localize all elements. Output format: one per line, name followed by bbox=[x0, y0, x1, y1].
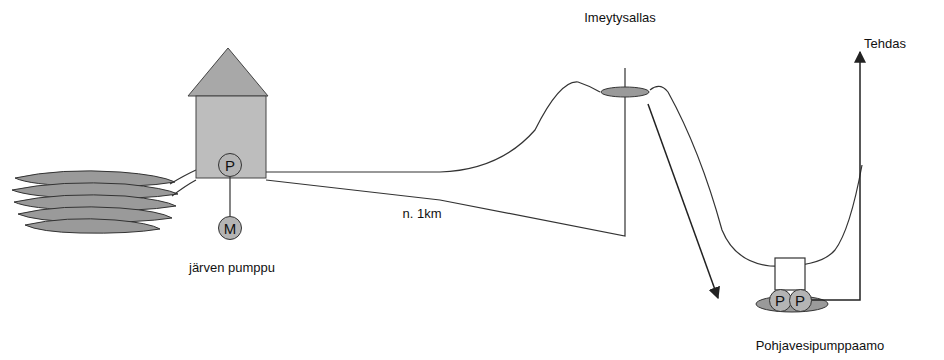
symbol-letter: P bbox=[225, 158, 235, 173]
distance-label: n. 1km bbox=[402, 206, 441, 222]
station-label: Pohjavesipumppaamo bbox=[756, 338, 885, 354]
factory-label: Tehdas bbox=[864, 36, 906, 52]
pumping-station bbox=[775, 258, 805, 290]
symbol-letter: P bbox=[795, 293, 805, 308]
symbol-letter: M bbox=[224, 221, 237, 236]
basin-label: Imeytysallas bbox=[584, 10, 656, 26]
groundwater-pump: P bbox=[789, 289, 812, 312]
house-roof bbox=[188, 48, 268, 96]
transfer-pipe bbox=[266, 68, 625, 236]
intake-pipe bbox=[170, 170, 196, 196]
factory-pipe bbox=[809, 52, 860, 300]
drive-shaft bbox=[229, 177, 230, 216]
seepage-arrow bbox=[648, 104, 718, 298]
symbol-letter: P bbox=[775, 293, 785, 308]
infiltration-basin bbox=[601, 87, 649, 97]
lake bbox=[12, 171, 178, 233]
pump-label: järven pumppu bbox=[189, 260, 275, 276]
ground-hill bbox=[266, 82, 862, 266]
pump-house bbox=[196, 96, 266, 178]
lake-pump: P bbox=[218, 153, 242, 177]
pump-motor: M bbox=[218, 216, 242, 240]
